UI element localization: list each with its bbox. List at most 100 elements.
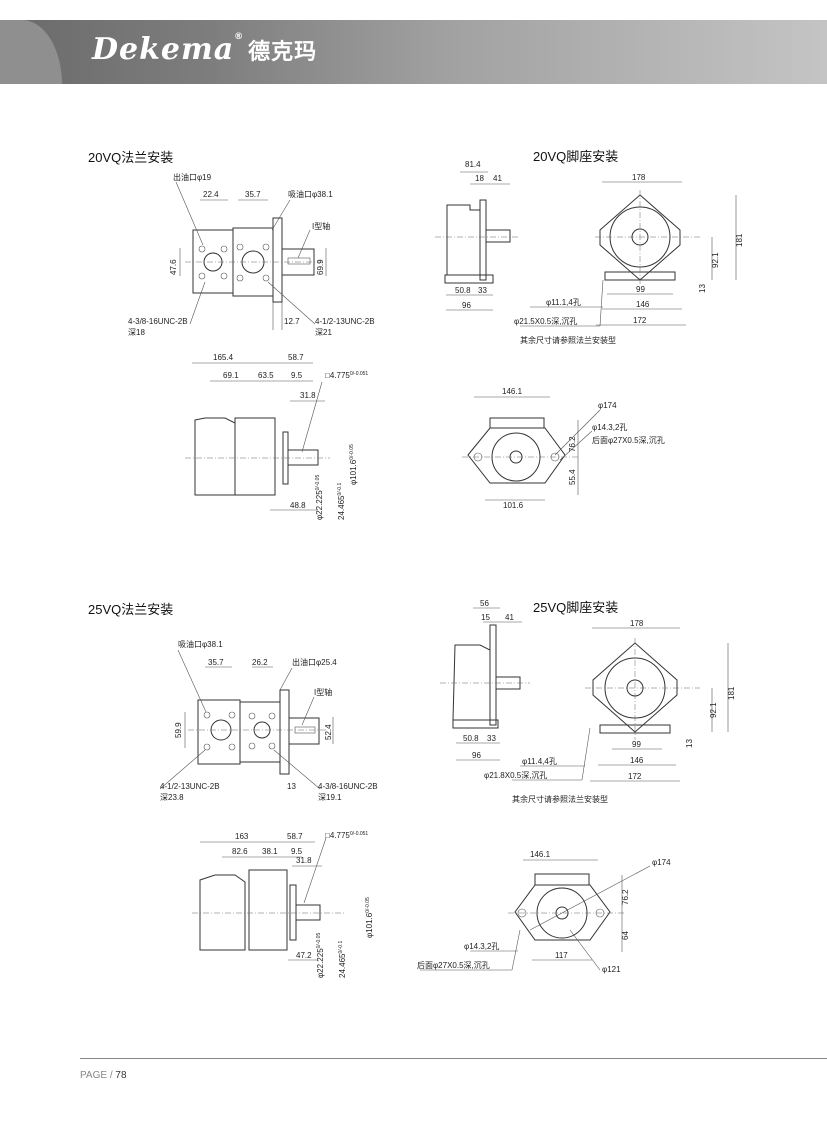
dim-96: 96 (472, 751, 481, 760)
dim-47-6: 47.6 (169, 259, 178, 275)
dim-99: 99 (632, 740, 641, 749)
dim-146-1: 146.1 (502, 387, 523, 396)
dim-33: 33 (478, 286, 487, 295)
depth-2: 深21 (315, 328, 332, 337)
page-number: 78 (115, 1070, 127, 1081)
drawing-20vq-flange: 20VQ法兰安装 出油口φ19 22.4 35.7 吸油口φ38.1 I型轴 4… (88, 150, 375, 337)
drawing-title: 25VQ脚座安装 (533, 600, 618, 615)
drawing-title: 25VQ法兰安装 (88, 602, 173, 617)
dim-165-4: 165.4 (213, 353, 234, 362)
drawing-25vq-side: 163 58.7 82.6 38.1 9.5 □4.7750/-0.051 31… (192, 831, 374, 978)
thread-2: 4-1/2-13UNC-2B (315, 317, 375, 326)
dim-117: 117 (555, 951, 568, 960)
dim-31-8: 31.8 (296, 856, 312, 865)
dim-13: 13 (698, 284, 707, 293)
dim-69-9: 69.9 (316, 259, 325, 275)
drawing-title: 20VQ脚座安装 (533, 149, 618, 164)
logo-registered: ® (234, 32, 245, 42)
shaft-diameter: φ22.2250/-0.05 (316, 933, 325, 978)
dim-52-4: 52.4 (324, 724, 333, 740)
page-label: PAGE / (80, 1070, 113, 1081)
dim-76-2: 76.2 (568, 436, 577, 452)
dim-41: 41 (505, 613, 514, 622)
header-banner: Dekema®德克玛 (0, 20, 827, 84)
rear-counterbore: 后面φ27X0.5深,沉孔 (417, 960, 490, 970)
dim-22-4: 22.4 (203, 190, 219, 199)
dim-63-5: 63.5 (258, 371, 274, 380)
dim-35-7: 35.7 (245, 190, 261, 199)
thread-1: 4-1/2-13UNC-2B (160, 782, 220, 791)
drawing-title: 20VQ法兰安装 (88, 150, 173, 165)
dim-55-4: 55.4 (568, 469, 577, 485)
dim-64: 64 (621, 931, 630, 940)
hole-spec-2: φ21.8X0.5深,沉孔 (484, 771, 547, 780)
dim-92-1: 92.1 (709, 702, 718, 718)
dim-181: 181 (735, 233, 744, 247)
dim-99: 99 (636, 285, 645, 294)
dim-50-8: 50.8 (463, 734, 479, 743)
hole-spec-2: φ21.5X0.5深,沉孔 (514, 317, 577, 326)
dim-76-2: 76.2 (621, 889, 630, 905)
dim-69-1: 69.1 (223, 371, 239, 380)
dim-146: 146 (636, 300, 650, 309)
hole-spec-1: φ11.4,4孔 (522, 757, 557, 766)
dim-13: 13 (685, 739, 694, 748)
dim-13: 13 (287, 782, 296, 791)
dim-92-1: 92.1 (711, 252, 720, 268)
dim-9-5: 9.5 (291, 371, 303, 380)
dim-24-465: 24.4650/-0.1 (337, 483, 346, 520)
drawing-25vq-flange: 25VQ法兰安装 吸油口φ38.1 35.7 26.2 出油口φ25.4 I型轴… (88, 602, 378, 802)
dim-172: 172 (628, 772, 642, 781)
dim-146: 146 (630, 756, 644, 765)
dim-58-7: 58.7 (287, 832, 303, 841)
dim-33: 33 (487, 734, 496, 743)
thread-2: 4-3/8-16UNC-2B (318, 782, 378, 791)
dim-82-6: 82.6 (232, 847, 248, 856)
inlet-label: 吸油口φ38.1 (178, 639, 223, 649)
dim-18: 18 (475, 174, 484, 183)
dim-35-7: 35.7 (208, 658, 224, 667)
pilot-diameter: φ101.60/-0.05 (365, 897, 374, 938)
rear-counterbore: 后面φ27X0.5深,沉孔 (592, 435, 665, 445)
brand-logo: Dekema®德克玛 (92, 32, 317, 67)
dim-41: 41 (493, 174, 502, 183)
pilot-diameter: φ101.60/-0.05 (349, 444, 358, 485)
key-size: □4.7750/-0.051 (325, 371, 368, 380)
dim-58-7: 58.7 (288, 353, 304, 362)
dim-50-8: 50.8 (455, 286, 471, 295)
logo-text: Dekema (92, 32, 235, 67)
dim-47-2: 47.2 (296, 951, 312, 960)
dim-174: φ174 (652, 858, 671, 867)
logo-cn: 德克玛 (248, 40, 318, 65)
key-size: □4.7750/-0.051 (325, 831, 368, 840)
drawing-25vq-foot: 25VQ脚座安装 56 15 41 50.8 33 96 178 181 92.… (440, 599, 736, 804)
dim-38-1: 38.1 (262, 847, 278, 856)
dim-24-465: 24.4650/-0.1 (338, 941, 347, 978)
reference-note: 其余尺寸请参照法兰安装型 (520, 335, 616, 345)
dim-178: 178 (630, 619, 644, 628)
drawing-20vq-rear: 146.1 φ174 φ14.3,2孔 后面φ27X0.5深,沉孔 76.2 5… (462, 387, 665, 510)
dim-26-2: 26.2 (252, 658, 268, 667)
dim-15: 15 (481, 613, 490, 622)
depth-1: 深23.8 (160, 793, 184, 802)
footer-divider (80, 1058, 827, 1059)
drawing-20vq-foot: 20VQ脚座安装 81.4 18 41 50.8 33 96 178 181 9… (435, 149, 744, 345)
dim-31-8: 31.8 (300, 391, 316, 400)
outlet-label: 出油口φ19 (173, 172, 212, 182)
outlet-label: 出油口φ25.4 (292, 657, 337, 667)
shaft-label: I型轴 (314, 687, 332, 697)
drawing-25vq-rear: 146.1 φ174 76.2 64 φ14.3,2孔 后面φ27X0.5深,沉… (417, 850, 671, 974)
dim-96: 96 (462, 301, 471, 310)
dim-163: 163 (235, 832, 249, 841)
dim-59-9: 59.9 (174, 722, 183, 738)
dim-48-8: 48.8 (290, 501, 306, 510)
depth-1: 深18 (128, 328, 145, 337)
inlet-label: 吸油口φ38.1 (288, 189, 333, 199)
reference-note: 其余尺寸请参照法兰安装型 (512, 794, 608, 804)
shaft-label: I型轴 (312, 221, 330, 231)
hole-spec: φ14.3,2孔 (592, 423, 627, 432)
hole-spec: φ14.3,2孔 (464, 942, 499, 951)
shaft-diameter: φ22.2250/-0.05 (315, 475, 324, 520)
hole-spec-1: φ11.1,4孔 (546, 298, 581, 307)
thread-1: 4-3/8-16UNC-2B (128, 317, 188, 326)
